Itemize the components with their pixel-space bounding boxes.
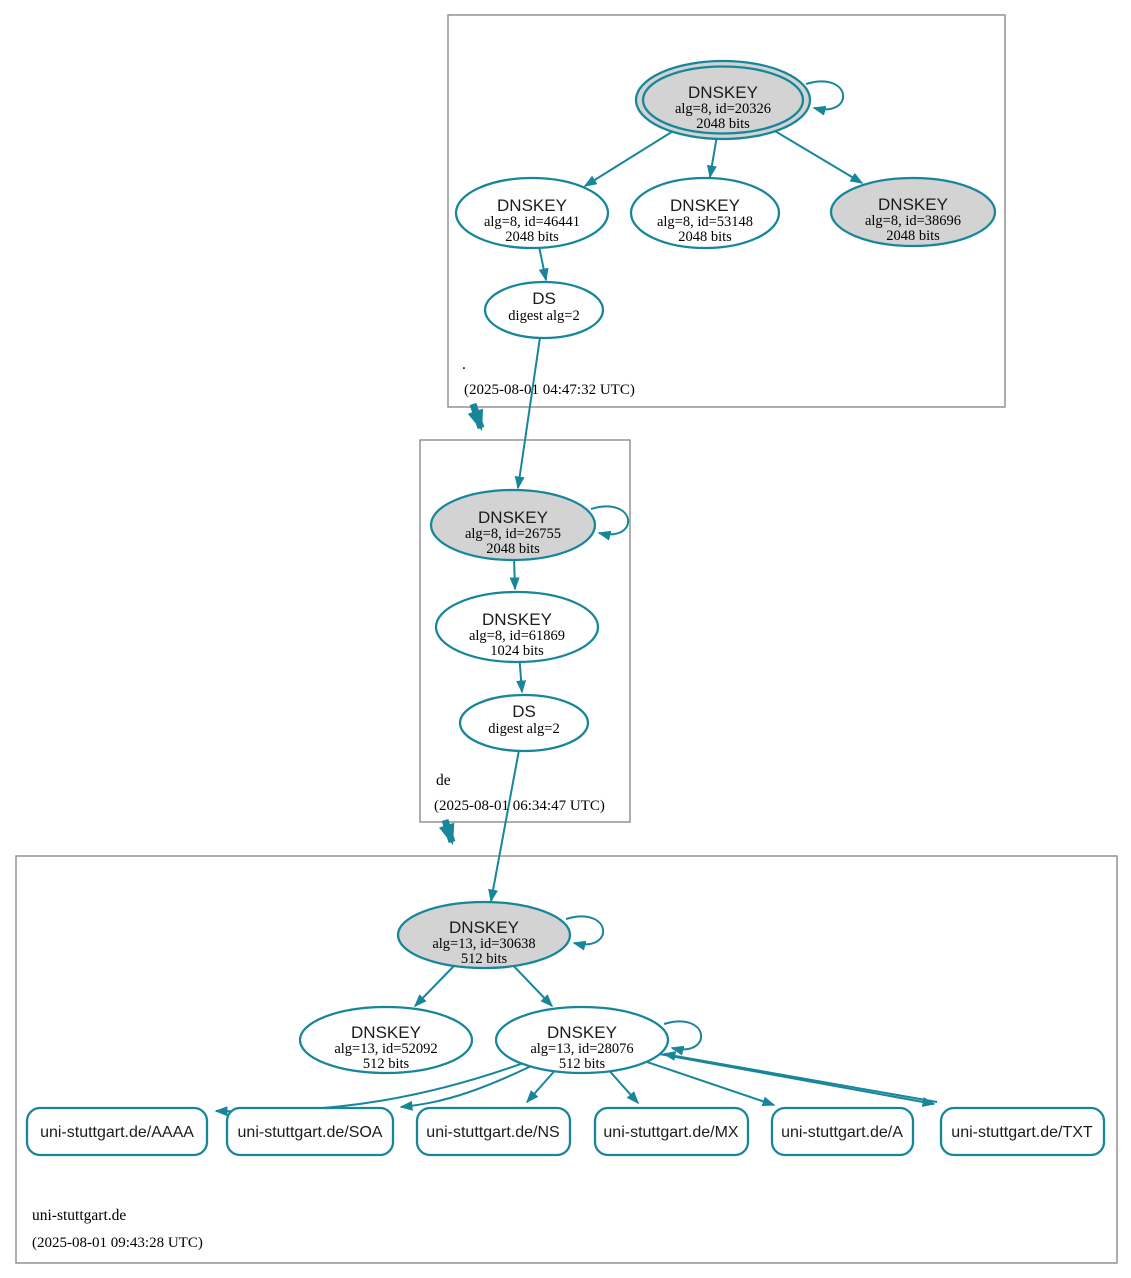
node-title: DNSKEY [351, 1023, 421, 1042]
node-title: DNSKEY [670, 196, 740, 215]
zone-timestamp-de: (2025-08-01 06:34:47 UTC) [434, 798, 605, 814]
rrset-label: uni-stuttgart.de/TXT [951, 1124, 1093, 1141]
zone-timestamp-root: (2025-08-01 04:47:32 UTC) [464, 382, 635, 398]
node-dnskey-52092[interactable]: DNSKEY alg=13, id=52092 512 bits [298, 1005, 474, 1075]
edge-root-ds-to-de-ksk [514, 309, 545, 490]
node-bits: 2048 bits [486, 541, 540, 557]
edge-de-ds-to-uni-ksk [488, 722, 525, 903]
ds-ellipse[interactable] [458, 693, 590, 753]
rrset-box[interactable] [939, 1106, 1106, 1157]
node-attr: alg=13, id=52092 [334, 1041, 437, 1057]
self-sign-loop [663, 1020, 702, 1056]
zone-timestamp-uni-stuttgart-de: (2025-08-01 09:43:28 UTC) [32, 1235, 203, 1251]
node-title: DNSKEY [547, 1023, 617, 1042]
node-attr: digest alg=2 [508, 308, 579, 324]
node-bits: 512 bits [461, 951, 508, 967]
dnskey-ellipse[interactable] [829, 176, 997, 248]
edge-delegation-root-to-de [467, 402, 485, 432]
node-dnskey-ksk-30638[interactable]: DNSKEY alg=13, id=30638 512 bits [396, 900, 604, 970]
node-bits: 1024 bits [490, 643, 544, 659]
node-bits: 512 bits [559, 1056, 606, 1072]
node-dnskey-61869[interactable]: DNSKEY alg=8, id=61869 1024 bits [434, 590, 600, 664]
node-ds-de[interactable]: DS digest alg=2 [458, 693, 590, 753]
node-attr: alg=8, id=26755 [465, 526, 561, 542]
node-title: DNSKEY [878, 195, 948, 214]
rrset-box[interactable] [25, 1106, 209, 1157]
rrset-txt[interactable]: uni-stuttgart.de/TXT [939, 1106, 1106, 1157]
dnskey-ellipse[interactable] [298, 1005, 474, 1075]
node-attr: alg=8, id=20326 [675, 101, 771, 117]
rrset-mx[interactable]: uni-stuttgart.de/MX [593, 1106, 750, 1157]
node-attr: alg=13, id=28076 [530, 1041, 633, 1057]
node-title: DNSKEY [482, 610, 552, 629]
edge-rrset-txt-to-zsk28076 [662, 1051, 938, 1103]
ds-ellipse[interactable] [483, 280, 605, 340]
node-bits: 2048 bits [678, 229, 732, 245]
node-attr: alg=8, id=61869 [469, 628, 565, 644]
rrset-label: uni-stuttgart.de/MX [603, 1124, 739, 1141]
dnskey-ellipse[interactable] [434, 590, 600, 664]
rrset-label: uni-stuttgart.de/SOA [238, 1124, 383, 1141]
node-ds-root[interactable]: DS digest alg=2 [483, 280, 605, 340]
zone-box-uni-stuttgart-de [15, 855, 1118, 1264]
node-bits: 2048 bits [696, 116, 750, 132]
node-bits: 2048 bits [886, 228, 940, 244]
rrset-box[interactable] [415, 1106, 572, 1157]
edge-delegation-de-to-uni [438, 818, 456, 846]
node-dnskey-ksk-26755[interactable]: DNSKEY alg=8, id=26755 2048 bits [429, 488, 629, 562]
rrset-soa[interactable]: uni-stuttgart.de/SOA [225, 1106, 395, 1157]
zone-label-root: . [462, 356, 466, 373]
rrset-label: uni-stuttgart.de/NS [426, 1124, 559, 1141]
rrset-box[interactable] [225, 1106, 395, 1157]
rrset-label: uni-stuttgart.de/A [781, 1124, 903, 1141]
node-attr: alg=8, id=46441 [484, 214, 580, 230]
dnskey-ellipse[interactable] [494, 1005, 670, 1075]
node-attr: digest alg=2 [488, 721, 559, 737]
rrset-a[interactable]: uni-stuttgart.de/A [770, 1106, 915, 1157]
ksk-ellipse[interactable] [429, 488, 597, 562]
rrset-ns[interactable]: uni-stuttgart.de/NS [415, 1106, 572, 1157]
dnskey-ellipse[interactable] [454, 176, 610, 250]
node-title: DNSKEY [688, 83, 758, 102]
rrset-aaaa[interactable]: uni-stuttgart.de/AAAA [25, 1106, 209, 1157]
node-attr: alg=8, id=38696 [865, 213, 961, 229]
zone-box-root [447, 14, 1006, 408]
dnskey-ellipse[interactable] [629, 176, 781, 250]
rrset-label: uni-stuttgart.de/AAAA [40, 1124, 194, 1141]
node-title: DNSKEY [478, 508, 548, 527]
node-title: DS [512, 702, 536, 721]
node-title: DS [532, 289, 556, 308]
node-dnskey-53148[interactable]: DNSKEY alg=8, id=53148 2048 bits [629, 176, 781, 250]
zone-label-uni-stuttgart-de: uni-stuttgart.de [32, 1207, 126, 1224]
node-bits: 2048 bits [505, 229, 559, 245]
node-attr: alg=13, id=30638 [432, 936, 535, 952]
self-sign-loop [590, 505, 629, 541]
node-dnskey-38696[interactable]: DNSKEY alg=8, id=38696 2048 bits [829, 176, 997, 248]
node-title: DNSKEY [449, 918, 519, 937]
self-sign-loop [805, 80, 844, 116]
ksk-inner-ellipse [641, 65, 805, 135]
node-dnskey-28076[interactable]: DNSKEY alg=13, id=28076 512 bits [494, 1005, 702, 1075]
node-title: DNSKEY [497, 196, 567, 215]
rrset-box[interactable] [593, 1106, 750, 1157]
self-sign-loop [565, 915, 604, 951]
node-attr: alg=8, id=53148 [657, 214, 753, 230]
node-bits: 512 bits [363, 1056, 410, 1072]
node-dnskey-46441[interactable]: DNSKEY alg=8, id=46441 2048 bits [454, 176, 610, 250]
rrset-box[interactable] [770, 1106, 915, 1157]
node-dnskey-ksk-20326[interactable]: DNSKEY alg=8, id=20326 2048 bits [634, 59, 844, 141]
ksk-ellipse[interactable] [396, 900, 572, 970]
zone-label-de: de [436, 772, 451, 789]
